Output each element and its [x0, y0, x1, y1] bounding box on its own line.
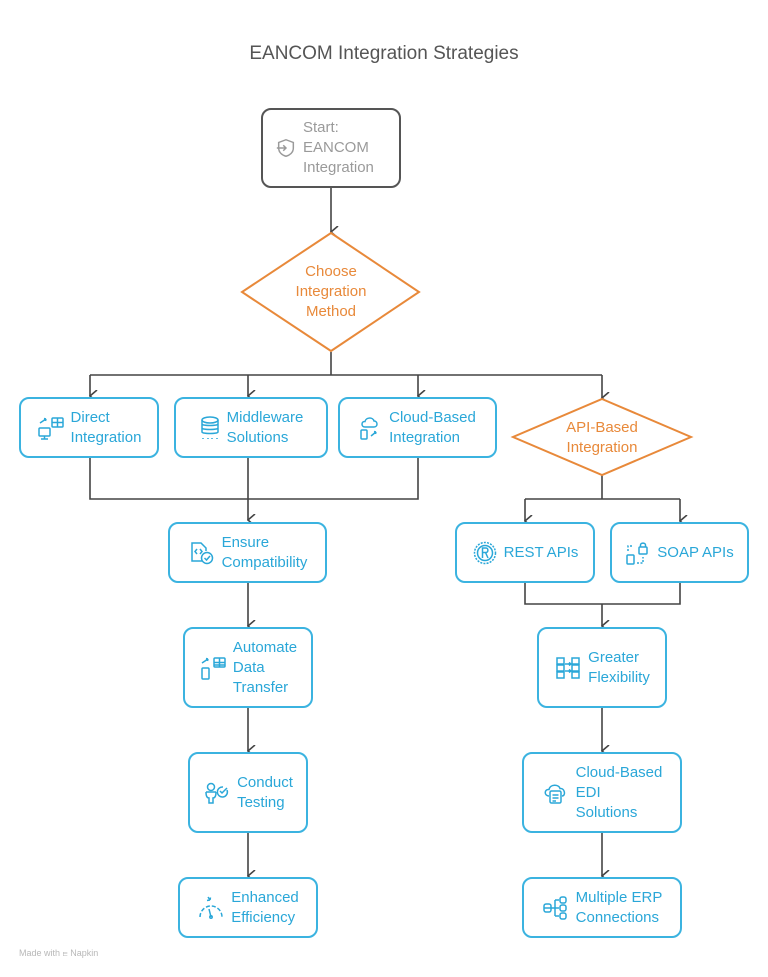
node-multiple-erp-connections-label: Multiple ERP Connections	[575, 888, 663, 926]
cloud-device-sync-icon	[360, 416, 378, 440]
node-conduct-testing[interactable]: Conduct Testing	[188, 752, 308, 833]
made-with-napkin-footer: Made with ⫢ Napkin	[19, 948, 99, 958]
database-network-icon	[542, 895, 567, 920]
node-cloud-based-integration-label: Cloud-Based Integration	[389, 408, 476, 446]
decision-api-label: API-Based Integration	[566, 419, 638, 456]
node-middleware-solutions[interactable]: Middleware Solutions	[174, 397, 328, 458]
node-enhanced-efficiency[interactable]: Enhanced Efficiency	[178, 877, 318, 938]
grid-arrows-icon	[556, 656, 580, 679]
person-check-icon	[205, 782, 229, 804]
node-cloud-based-integration[interactable]: Cloud-Based Integration	[338, 397, 497, 458]
node-conduct-testing-label: Conduct Testing	[237, 773, 293, 811]
node-direct-integration-label: Direct Integration	[70, 408, 142, 446]
diagram-title: EANCOM Integration Strategies	[249, 43, 519, 64]
node-multiple-erp-connections[interactable]: Multiple ERP Connections	[522, 877, 682, 938]
edge-api-split	[525, 475, 680, 500]
cloud-document-icon	[544, 784, 565, 804]
node-automate-data-transfer[interactable]: Automate Data Transfer	[183, 627, 313, 708]
node-ensure-compatibility-label: Ensure Compatibility	[221, 533, 308, 571]
node-start-label: Start: EANCOM Integration	[303, 119, 374, 176]
node-greater-flexibility-label: Greater Flexibility	[588, 648, 650, 686]
node-rest-apis[interactable]: REST APIs	[455, 522, 595, 583]
node-start[interactable]: Start: EANCOM Integration	[261, 108, 401, 188]
lock-transfer-icon	[626, 541, 649, 565]
node-automate-data-transfer-label: Automate Data Transfer	[232, 638, 298, 696]
edge-merge-right	[524, 582, 681, 626]
shield-login-icon	[276, 138, 295, 158]
node-middleware-solutions-label: Middleware Solutions	[226, 408, 304, 446]
node-direct-integration[interactable]: Direct Integration	[19, 397, 159, 458]
decision-api-shape	[510, 397, 694, 477]
node-rest-apis-label: REST APIs	[503, 543, 579, 561]
decision-choose-shape	[240, 231, 421, 353]
edge-merge-left	[89, 458, 419, 520]
database-icon	[200, 415, 219, 439]
badge-r-icon	[473, 541, 496, 564]
computer-table-sync-icon	[37, 416, 64, 440]
node-cloud-based-edi-solutions-label: Cloud-Based EDI Solutions	[575, 763, 663, 821]
code-file-check-icon	[190, 541, 213, 564]
speedometer-icon	[199, 896, 223, 919]
node-enhanced-efficiency-label: Enhanced Efficiency	[231, 888, 299, 926]
edge-choose-split	[90, 352, 602, 376]
decision-choose-label: Choose Integration Method	[295, 263, 367, 320]
node-cloud-based-edi-solutions[interactable]: Cloud-Based EDI Solutions	[522, 752, 682, 833]
phone-table-sync-icon	[201, 656, 226, 680]
node-ensure-compatibility[interactable]: Ensure Compatibility	[168, 522, 327, 583]
node-soap-apis-label: SOAP APIs	[657, 543, 734, 561]
node-soap-apis[interactable]: SOAP APIs	[610, 522, 749, 583]
node-greater-flexibility[interactable]: Greater Flexibility	[537, 627, 667, 708]
